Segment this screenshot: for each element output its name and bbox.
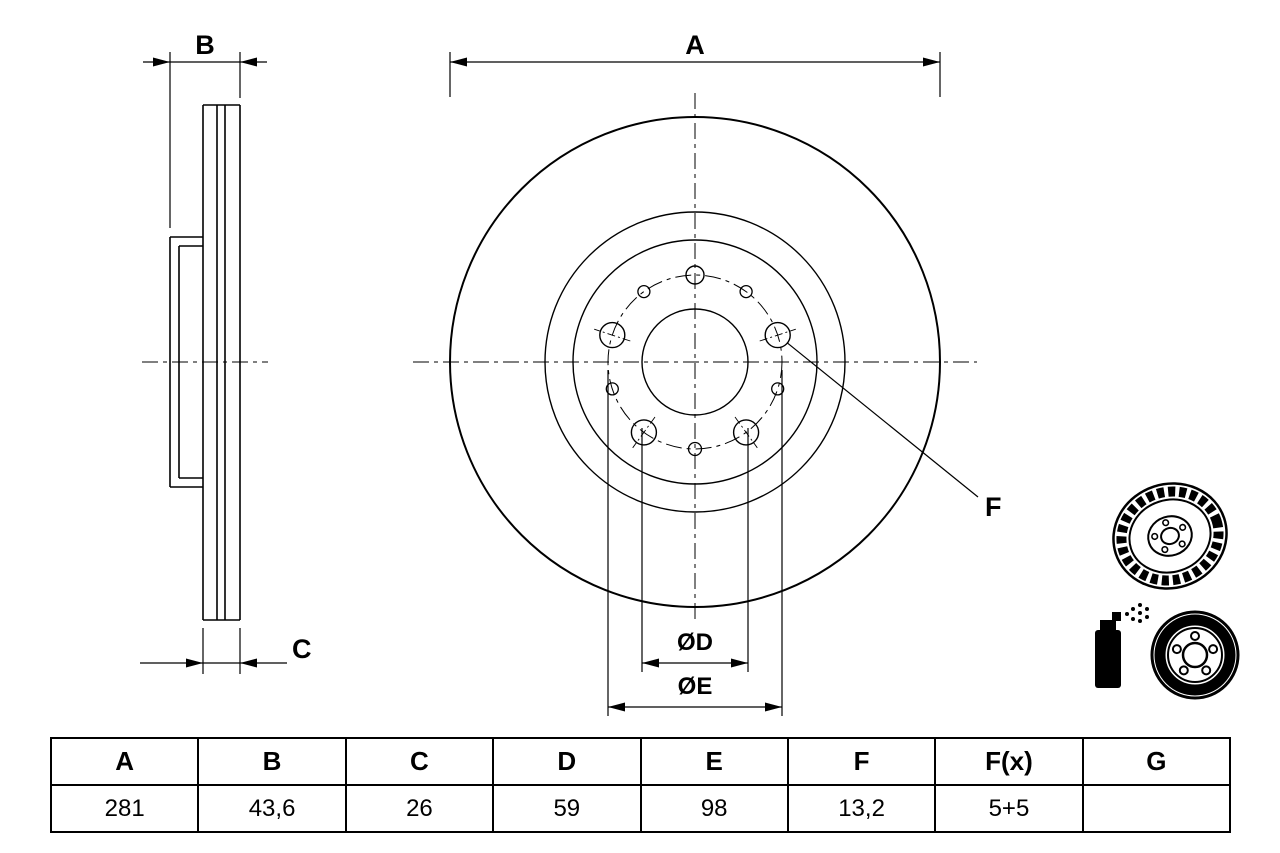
- bolt-hole-centerline-ticks: [594, 328, 796, 449]
- coating-spray-icon: [1095, 603, 1240, 700]
- col-header-b: B: [197, 737, 347, 786]
- dimension-a: [449, 52, 941, 97]
- technical-drawing: B C: [140, 30, 1240, 716]
- dimension-d: [641, 428, 749, 672]
- brake-disc-3d-icon: [1112, 482, 1228, 590]
- dim-c-label: C: [292, 634, 312, 664]
- value-c: 26: [344, 784, 495, 833]
- brake-disc-front-icon: [1150, 610, 1240, 700]
- dim-d-label: ØD: [677, 629, 713, 656]
- leader-f: [787, 342, 979, 498]
- dim-a-label: A: [685, 30, 705, 60]
- col-header-c: C: [344, 737, 495, 786]
- spec-table: A B C D E F F(x) G 281 43,6 26 59 98 13,…: [49, 737, 1232, 833]
- bolt-holes-large: [599, 265, 791, 446]
- col-header-g: G: [1081, 737, 1232, 786]
- col-header-e: E: [639, 737, 789, 786]
- col-header-a: A: [49, 737, 200, 786]
- col-header-f: F: [786, 737, 937, 786]
- value-b: 43,6: [197, 784, 347, 833]
- value-d: 59: [492, 784, 642, 833]
- value-g: [1081, 784, 1232, 833]
- dim-e-label: ØE: [678, 673, 713, 700]
- spec-table-header-row: A B C D E F F(x) G: [49, 737, 1232, 786]
- col-header-fx: F(x): [934, 737, 1084, 786]
- spray-can-icon: [1095, 603, 1149, 688]
- col-header-d: D: [492, 737, 642, 786]
- dimension-e: [607, 370, 783, 716]
- value-fx: 5+5: [934, 784, 1084, 833]
- dimension-c: [140, 628, 287, 674]
- value-e: 98: [639, 784, 789, 833]
- dim-f-label: F: [985, 492, 1002, 522]
- dim-b-label: B: [195, 30, 215, 60]
- dimension-b: [143, 52, 267, 228]
- bolt-holes-small: [605, 284, 785, 457]
- value-f: 13,2: [786, 784, 937, 833]
- value-a: 281: [49, 784, 200, 833]
- front-view-centerlines: [413, 93, 977, 622]
- spec-table-value-row: 281 43,6 26 59 98 13,2 5+5: [49, 784, 1232, 833]
